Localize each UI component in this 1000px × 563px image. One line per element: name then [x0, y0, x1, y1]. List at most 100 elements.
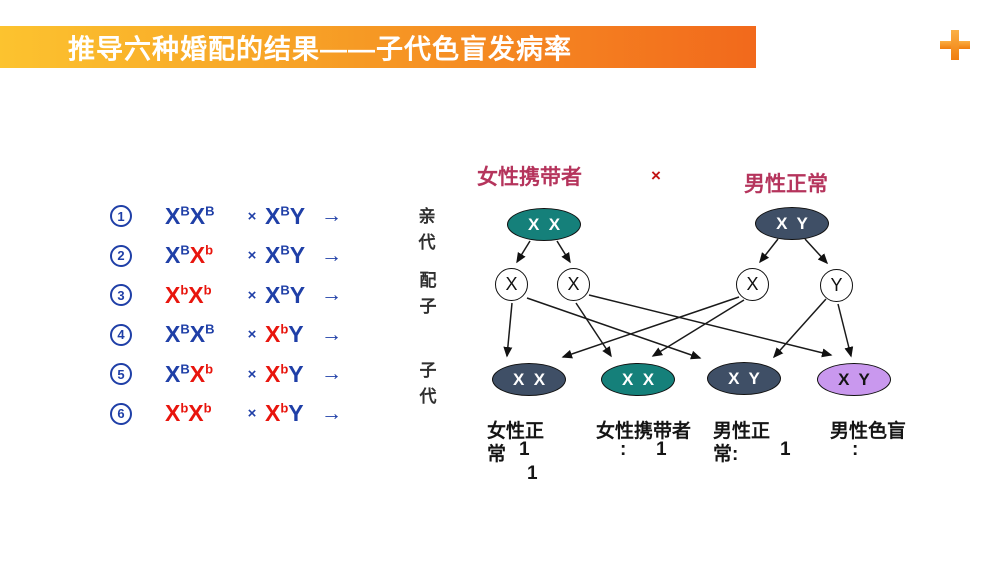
allele: Xb — [165, 400, 189, 426]
allele: Y — [289, 242, 306, 268]
offspring-normal-female-ellipse: X X — [492, 363, 566, 396]
multiply-symbol: × — [247, 286, 257, 304]
parent-male-genotype: X Y — [776, 213, 808, 233]
ratio-text: : — [620, 439, 627, 460]
offspring-carrier-female-ellipse: X X — [601, 363, 675, 396]
cross-symbol: × — [651, 166, 661, 185]
gamete-circle-y: Y — [820, 269, 853, 302]
gamete-x3-label: X — [746, 274, 759, 294]
page-title: 推导六种婚配的结果——子代色盲发病率 — [68, 34, 572, 65]
result-arrow: → — [321, 401, 342, 425]
result-arrow: → — [321, 204, 342, 227]
allele: Xb — [265, 360, 289, 387]
plus-icon — [940, 30, 970, 60]
mating-row-3: 3 XbXb × XBY → — [110, 281, 342, 309]
ratio-text: 1 — [527, 463, 538, 484]
ratio-text: 常: — [713, 444, 739, 465]
gamete-x2-label: X — [567, 274, 580, 294]
ratio-text: 1 — [519, 439, 530, 460]
result-arrow: → — [321, 243, 342, 267]
result-arrow: → — [321, 283, 342, 306]
title-bar: 推导六种婚配的结果——子代色盲发病率 — [0, 26, 756, 68]
parent-male-ellipse: X Y — [755, 207, 829, 240]
mating-number-badge: 2 — [110, 244, 132, 267]
generation-label-offspring: 子代 — [419, 361, 437, 406]
mating-number-badge: 1 — [110, 205, 132, 227]
offspring-2-genotype: X X — [621, 369, 655, 389]
multiply-symbol: × — [247, 405, 257, 422]
allele: XB — [165, 321, 190, 347]
allele: Xb — [189, 242, 214, 268]
father-genotype: XBY — [265, 242, 315, 269]
result-arrow: → — [321, 322, 342, 346]
allele: Xb — [188, 400, 212, 426]
allele: XB — [165, 242, 190, 268]
mating-number-badge: 3 — [110, 284, 132, 306]
offspring-1-genotype: X X — [512, 369, 546, 389]
generation-label-gametes: 配子 — [419, 271, 437, 316]
allele: Xb — [188, 281, 212, 308]
mating-number-badge: 5 — [110, 363, 132, 385]
father-genotype: XBY — [265, 282, 315, 309]
multiply-symbol: × — [247, 365, 257, 383]
allele: XB — [165, 202, 190, 229]
ratio-text: : — [852, 439, 859, 460]
gamete-circle-x2: X — [557, 268, 590, 301]
allele: XB — [165, 360, 190, 387]
allele: XB — [265, 281, 290, 308]
result-arrow: → — [321, 362, 342, 385]
offspring-3-genotype: X Y — [728, 368, 760, 388]
father-genotype: XbY — [265, 361, 315, 388]
offspring-4-genotype: X Y — [838, 369, 870, 389]
mating-number-badge: 4 — [110, 323, 132, 346]
male-normal-label: 男性正常 — [744, 173, 828, 196]
ratio-text: 女性携带者 — [596, 421, 692, 442]
father-genotype: XbY — [265, 400, 315, 427]
mother-genotype: XBXb — [165, 242, 239, 269]
allele: Y — [289, 202, 306, 229]
allele: XB — [265, 242, 290, 268]
ratio-text: 男性正 — [713, 421, 771, 442]
offspring-normal-male-ellipse: X Y — [707, 362, 781, 395]
allele: Xb — [189, 360, 214, 387]
ratio-text: 男性色盲 — [830, 421, 907, 442]
plus-icon-vertical-bar — [951, 30, 959, 60]
allele: Xb — [165, 281, 189, 308]
gamete-circle-x1: X — [495, 268, 528, 301]
multiply-symbol: × — [247, 207, 257, 225]
father-genotype: XBY — [265, 203, 315, 230]
father-genotype: XbY — [265, 321, 315, 348]
mother-genotype: XbXb — [165, 282, 239, 309]
ratio-text: 1 — [656, 439, 667, 460]
allele: XB — [189, 321, 215, 347]
allele: XB — [265, 202, 290, 229]
allele: Y — [288, 360, 304, 387]
ratio-text: 女性正 — [487, 421, 545, 442]
mother-genotype: XBXB — [165, 203, 239, 230]
allele: Y — [288, 400, 304, 426]
gamete-x1-label: X — [505, 274, 518, 294]
mother-genotype: XbXb — [165, 400, 239, 427]
generation-label-parents: 亲代 — [418, 207, 436, 252]
allele: Y — [288, 321, 304, 347]
allele: Xb — [265, 400, 289, 426]
allele: XB — [189, 202, 215, 229]
gamete-circle-x3: X — [736, 268, 769, 301]
ratio-text: 常 — [487, 444, 507, 465]
parent-female-genotype: X X — [527, 214, 561, 234]
multiply-symbol: × — [247, 247, 257, 264]
multiply-symbol: × — [247, 326, 257, 343]
mother-genotype: XBXb — [165, 361, 239, 388]
gamete-y-label: Y — [830, 275, 843, 295]
parent-female-ellipse: X X — [507, 208, 581, 241]
offspring-colorblind-male-ellipse: X Y — [817, 363, 891, 396]
mating-number-badge: 6 — [110, 402, 132, 425]
allele: Xb — [265, 321, 289, 347]
mother-genotype: XBXB — [165, 321, 239, 348]
female-carrier-label: 女性携带者 — [477, 166, 582, 189]
